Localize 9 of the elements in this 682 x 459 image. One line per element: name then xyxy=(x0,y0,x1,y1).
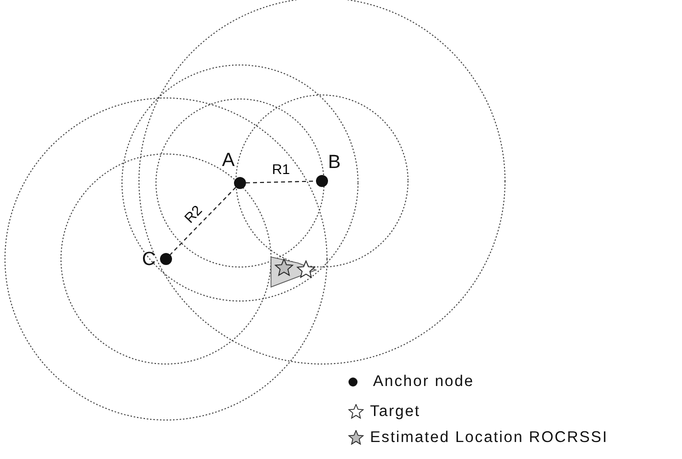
anchor-label: C xyxy=(142,250,156,269)
target-star xyxy=(296,260,316,280)
legend-label: Anchor node xyxy=(373,373,474,390)
anchor-label: B xyxy=(328,153,341,172)
estimated-location-star xyxy=(274,258,294,278)
legend-label: Estimated Location ROCRSSI xyxy=(370,429,608,446)
legend-label: Target xyxy=(370,403,420,420)
edge-label: R1 xyxy=(271,162,291,176)
anchor-label: A xyxy=(222,151,235,170)
